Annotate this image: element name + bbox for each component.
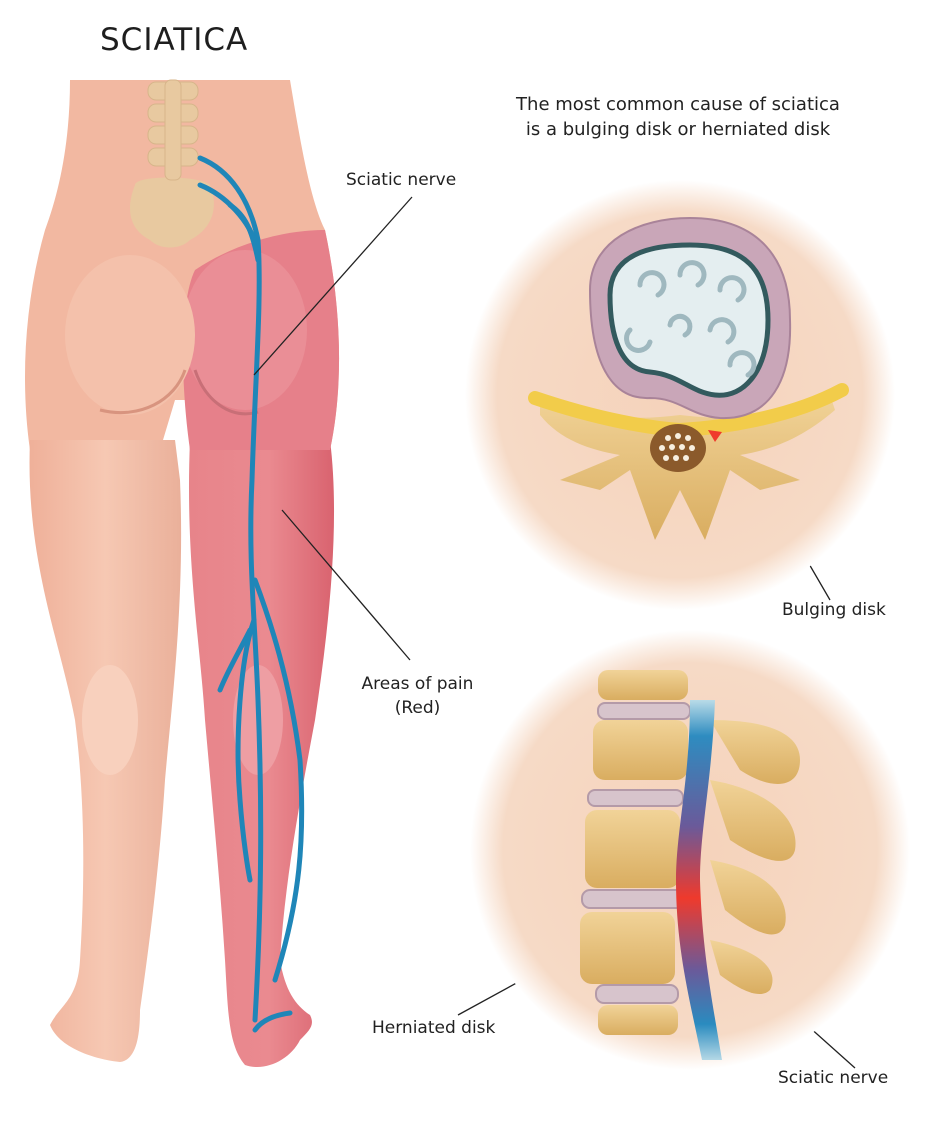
- label-sciatic-nerve-spine: Sciatic nerve: [778, 1068, 889, 1088]
- label-sciatic-nerve-body: Sciatic nerve: [346, 170, 457, 190]
- label-areas-of-pain: Areas of pain (Red): [340, 672, 495, 720]
- body-figure: [25, 79, 340, 1068]
- sciatic-nerve-drawing: [197, 155, 305, 1033]
- label-areas-of-pain-line1: Areas of pain: [361, 674, 474, 694]
- label-herniated-disk: Herniated disk: [372, 1018, 496, 1038]
- page-title: SCIATICA: [100, 22, 249, 58]
- label-bulging-disk: Bulging disk: [782, 600, 886, 620]
- label-areas-of-pain-line2: (Red): [394, 698, 441, 718]
- herniated-disk-inset: [470, 630, 910, 1070]
- cause-caption: The most common cause of sciatica is a b…: [478, 92, 878, 142]
- bulging-disk-inset: [465, 180, 895, 610]
- cause-caption-line1: The most common cause of sciatica: [516, 94, 840, 115]
- cause-caption-line2: is a bulging disk or herniated disk: [525, 119, 831, 140]
